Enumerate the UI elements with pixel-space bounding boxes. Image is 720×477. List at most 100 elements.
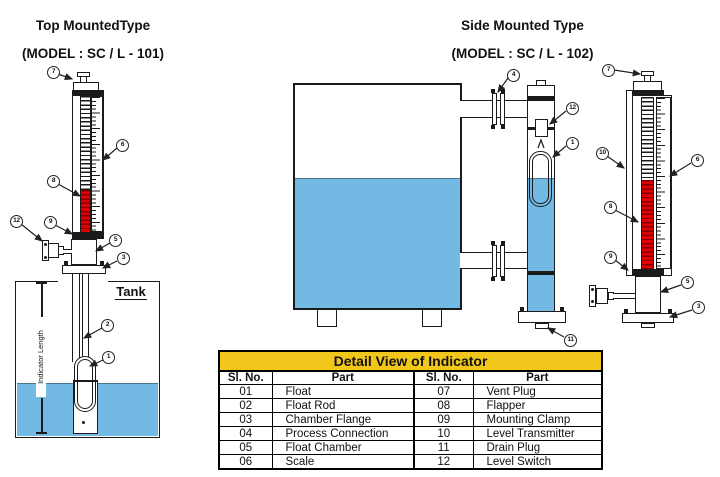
callout-float-chamber: 5 bbox=[109, 234, 122, 247]
callout-mounting-clamp: 9 bbox=[44, 216, 57, 229]
right-diagram-title: Side Mounted Type (MODEL : SC / L - 102) bbox=[425, 19, 620, 61]
serial-no-cell: 03 bbox=[218, 412, 273, 427]
callout-float: 1 bbox=[102, 351, 115, 364]
flange-bolt bbox=[624, 309, 628, 313]
scale-strip bbox=[656, 97, 671, 269]
table-title: Detail View of Indicator bbox=[217, 350, 604, 372]
part-cell: Level Switch bbox=[472, 454, 603, 470]
flange-bolt bbox=[520, 307, 524, 311]
dimension-tick bbox=[36, 432, 47, 434]
bottom-flange bbox=[518, 311, 566, 323]
side-level-switch bbox=[535, 119, 548, 137]
part-cell: Process Connection bbox=[271, 426, 415, 441]
callout-float: 1 bbox=[566, 137, 579, 150]
flange-bolt bbox=[100, 261, 104, 265]
tank-leg bbox=[422, 310, 442, 327]
left-title-line2: (MODEL : SC / L - 101) bbox=[21, 46, 165, 61]
callout-process-connection: 4 bbox=[507, 69, 520, 82]
callout-chamber-flange: 3 bbox=[117, 252, 130, 265]
float-rod bbox=[79, 274, 83, 360]
mounting-clamp-band bbox=[72, 232, 104, 239]
left-diagram-title: Top MountedType (MODEL : SC / L - 101) bbox=[8, 19, 178, 61]
flapper-column-white bbox=[80, 96, 91, 190]
table-title-row: Detail View of Indicator bbox=[217, 350, 604, 372]
flapper-column-red bbox=[641, 180, 654, 269]
serial-no-cell: 06 bbox=[218, 454, 273, 470]
serial-no-cell: 02 bbox=[218, 398, 273, 413]
serial-no-cell: 10 bbox=[413, 426, 474, 441]
serial-no-cell: 11 bbox=[413, 440, 474, 455]
flange-bolt bbox=[491, 89, 495, 93]
mounting-clamp-band bbox=[632, 269, 664, 276]
level-switch-pipe bbox=[63, 249, 72, 254]
callout-scale: 6 bbox=[116, 139, 129, 152]
pipe-flange-bar bbox=[500, 245, 505, 277]
chamber-top-knob bbox=[536, 80, 546, 86]
flapper-column-red bbox=[80, 190, 91, 232]
flange-bolt bbox=[501, 125, 505, 129]
part-cell: Float bbox=[271, 384, 415, 399]
callout-vent-plug: 7 bbox=[602, 64, 615, 77]
float bbox=[74, 356, 96, 412]
serial-no-cell: 05 bbox=[218, 440, 273, 455]
side-float-inner-outline bbox=[532, 154, 549, 204]
dimension-line bbox=[41, 283, 43, 320]
chamber-flange bbox=[622, 313, 674, 323]
switch-bolt-dot bbox=[591, 300, 594, 303]
part-cell: Vent Plug bbox=[472, 384, 603, 399]
level-switch-pipe bbox=[613, 293, 635, 299]
part-cell: Mounting Clamp bbox=[472, 412, 603, 427]
drain-plug bbox=[535, 323, 549, 329]
callout-float-chamber: 5 bbox=[681, 276, 694, 289]
chamber-flange bbox=[62, 265, 106, 274]
flange-bolt bbox=[501, 89, 505, 93]
part-cell: Level Transmitter bbox=[472, 426, 603, 441]
serial-no-cell: 01 bbox=[218, 384, 273, 399]
table-header-cell: Part bbox=[472, 370, 603, 385]
part-cell: Chamber Flange bbox=[271, 412, 415, 427]
callout-flapper: 8 bbox=[47, 175, 60, 188]
tank-leg bbox=[317, 310, 337, 327]
switch-bolt-dot bbox=[591, 288, 594, 291]
pipe-flange-bar bbox=[492, 245, 497, 277]
float-inner-outline bbox=[77, 359, 93, 409]
part-cell: Scale bbox=[271, 454, 415, 470]
scale-strip bbox=[91, 96, 103, 232]
right-title-line1: Side Mounted Type bbox=[461, 18, 584, 33]
dimension-tick bbox=[36, 282, 47, 284]
callout-mounting-clamp: 9 bbox=[604, 251, 617, 264]
callout-level-switch: 12 bbox=[10, 215, 23, 228]
top-clamp-band bbox=[632, 90, 664, 96]
callout-drain-plug: 11 bbox=[564, 334, 577, 347]
float-chamber bbox=[635, 276, 661, 313]
drain-plug bbox=[641, 323, 655, 328]
flange-bolt bbox=[64, 261, 68, 265]
part-cell: Float Rod bbox=[271, 398, 415, 413]
serial-no-cell: 09 bbox=[413, 412, 474, 427]
side-float bbox=[529, 151, 552, 207]
serial-no-cell: 07 bbox=[413, 384, 474, 399]
left-title-line1: Top MountedType bbox=[35, 18, 151, 33]
flange-bolt bbox=[491, 277, 495, 281]
serial-no-cell: 12 bbox=[413, 454, 474, 470]
level-switch-body bbox=[596, 288, 608, 304]
flange-bolt bbox=[501, 241, 505, 245]
chamber-band bbox=[527, 271, 555, 275]
flange-bolt bbox=[668, 309, 672, 313]
pipe-flange-bar bbox=[500, 93, 505, 125]
tank-label: Tank bbox=[115, 284, 147, 300]
flapper-column-white bbox=[641, 97, 654, 180]
pipe-flange-bar bbox=[492, 93, 497, 125]
table-header-cell: Sl. No. bbox=[218, 370, 273, 385]
part-cell: Float Chamber bbox=[271, 440, 415, 455]
switch-bolt-dot bbox=[44, 243, 47, 246]
